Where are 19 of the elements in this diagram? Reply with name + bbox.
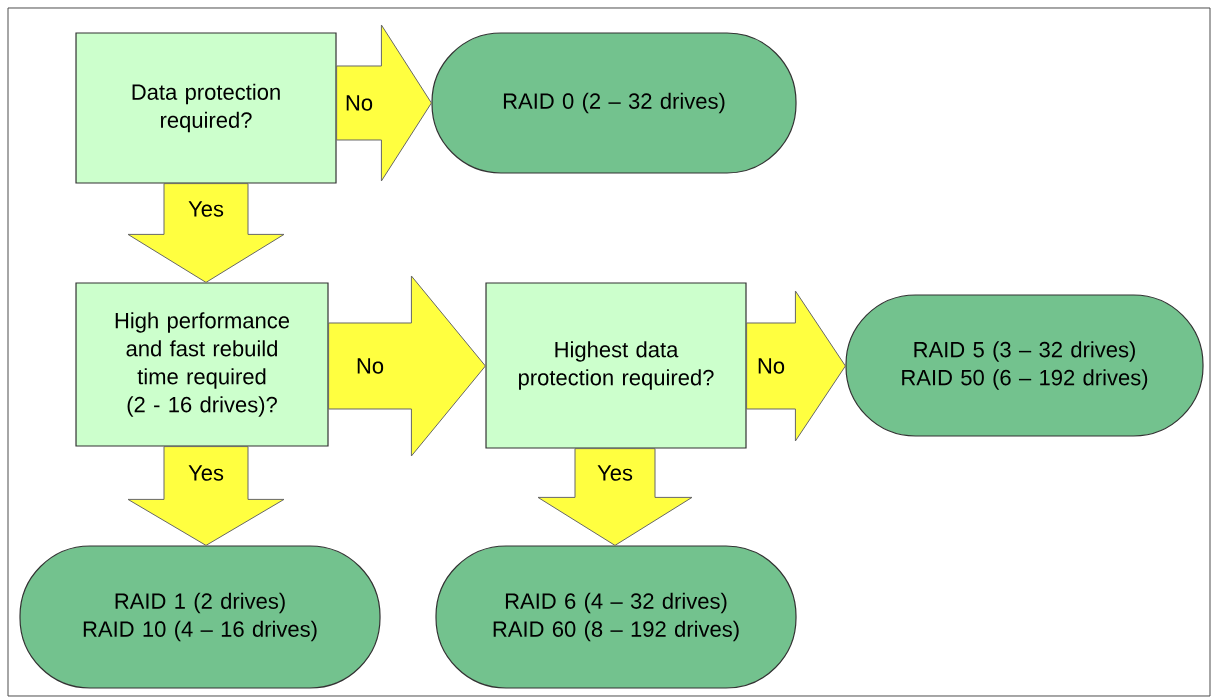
decision-box: High performance and fast rebuild time required (2 - 16 drives)? [75,282,329,447]
edge-label: No [354,357,386,375]
result-box: RAID 5 (3 – 32 drives) RAID 50 (6 – 192 drives) [845,294,1204,437]
edge-label: No [343,94,375,112]
edge-label: Yes [187,464,225,482]
edge-label: Yes [596,464,634,482]
decision-box: Highest data protection required? [485,282,747,449]
block-arrow [537,448,693,546]
block-arrow [127,183,285,283]
decision-box: Data protection required? [75,32,337,184]
block-arrow [127,446,285,546]
block-arrow [336,24,432,182]
block-arrow [746,290,846,442]
edge-label: Yes [187,200,225,218]
edge-label: No [755,357,787,375]
result-box: RAID 0 (2 – 32 drives) [431,32,797,174]
result-box: RAID 1 (2 drives) RAID 10 (4 – 16 drives) [19,545,381,689]
block-arrow [328,275,486,457]
result-box: RAID 6 (4 – 32 drives) RAID 60 (8 – 192 drives) [435,545,797,689]
